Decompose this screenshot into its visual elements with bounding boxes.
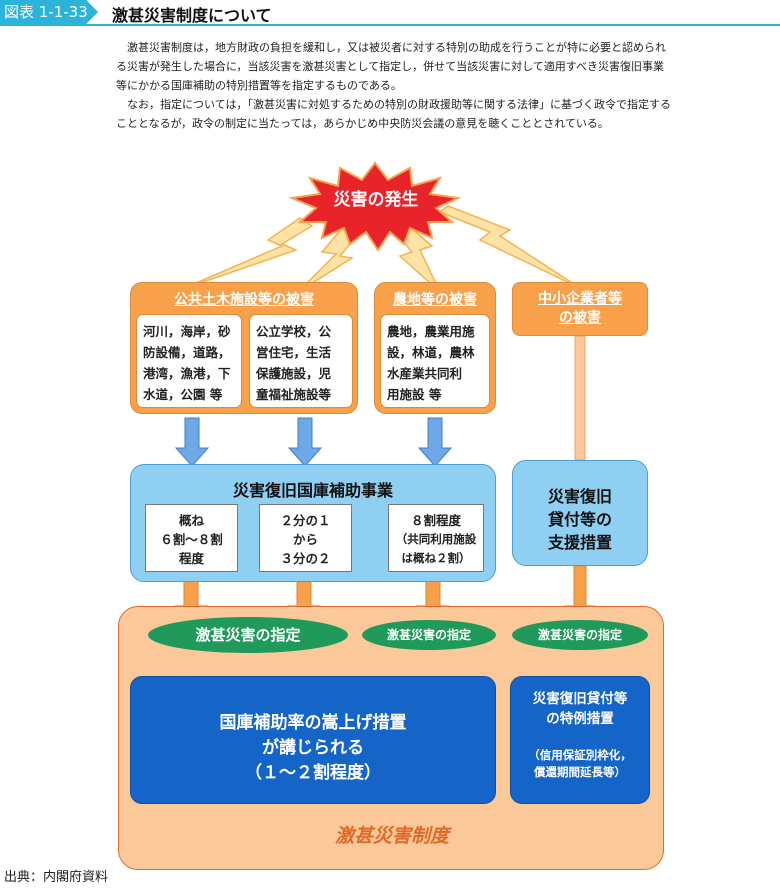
list-line: 防設備，道路， xyxy=(143,345,231,360)
loan-line-3: 支援措置 xyxy=(547,533,612,552)
list-line: 用施設 等 xyxy=(387,387,442,402)
public-facilities-list-left: 河川，海岸，砂 防設備，道路， 港湾，漁港，下 水道，公園 等 xyxy=(136,314,242,408)
list-line: 設，林道，農林 xyxy=(387,345,475,360)
special-line-3: （信用保証別枠化， xyxy=(528,748,632,762)
list-line: 港湾，漁港，下 xyxy=(143,366,231,381)
list-line: 営住宅，生活 xyxy=(256,345,332,360)
raise-line-3: （１～２割程度） xyxy=(245,763,381,783)
subsidy-raise-measure-box: 国庫補助率の嵩上げ措置 が講じられる （１～２割程度） xyxy=(130,676,496,804)
lightning-bolt-left xyxy=(179,217,314,291)
loan-line-1: 災害復旧 xyxy=(547,487,612,506)
figure-title: 激甚災害制度について xyxy=(112,6,272,25)
raise-line-1: 国庫補助率の嵩上げ措置 xyxy=(219,713,407,733)
intro-text: 激甚災害制度は，地方財政の負担を緩和し，又は被災者に対する特別の助成を行うことが… xyxy=(116,38,676,133)
designation-oval-main: 激甚災害の指定 xyxy=(148,617,348,653)
list-line: 保護施設，児 xyxy=(256,366,332,381)
list-line: 河川，海岸，砂 xyxy=(143,324,231,339)
list-line: 農地，農業用施 xyxy=(387,324,475,339)
special-line-4: 償還期間延長等） xyxy=(534,765,626,779)
farmland-list: 農地，農業用施 設，林道，農林 水産業共同利 用施設 等 xyxy=(380,314,490,408)
subsidy-rate-box-1: 概ね ６割～８割 程度 xyxy=(145,504,238,572)
public-facilities-list-right: 公立学校，公 営住宅，生活 保護施設，児 童福祉施設等 xyxy=(249,314,353,408)
intro-p1-line1: 激甚災害制度は，地方財政の負担を緩和し，又は被災者に対する特別の助成を行うことが… xyxy=(127,41,666,54)
arrow-farm xyxy=(417,417,453,467)
sme-damage-box: 中小企業者等 の被害 xyxy=(512,282,648,336)
rate-line: ３分の２ xyxy=(280,551,331,566)
public-facilities-title: 公共土木施設等の被害 xyxy=(174,292,314,308)
loan-line-2: 貸付等の xyxy=(547,510,612,529)
arrow-public-left xyxy=(174,417,210,467)
sme-connector xyxy=(574,335,586,461)
rate-line: 程度 xyxy=(178,551,204,566)
rate-line: は概ね２割） xyxy=(401,551,471,565)
sme-title-line2: の被害 xyxy=(559,310,601,326)
disaster-occurrence-label: 災害の発生 xyxy=(333,190,419,210)
rate-line: から xyxy=(292,532,318,547)
raise-line-2: が講じられる xyxy=(262,738,364,758)
rate-line: ２分の１ xyxy=(280,513,331,528)
arrow-public-right xyxy=(287,417,323,467)
burst-star xyxy=(288,161,462,252)
lightning-bolt-right xyxy=(438,205,581,289)
designation-oval-farm: 激甚災害の指定 xyxy=(362,620,496,650)
rate-line: （共同利用施設 xyxy=(395,532,477,546)
figure-number-tag: 図表 1-1-33 xyxy=(0,0,98,24)
header-rule xyxy=(0,24,780,26)
rate-line: ６割～８割 xyxy=(160,532,223,547)
intro-p2-line1: なお，指定については，「激甚災害に対処するための特別の財政援助等に関する法律」に… xyxy=(127,98,671,111)
blue-arrows xyxy=(174,417,453,467)
subsidy-project-title: 災害復旧国庫補助事業 xyxy=(232,481,393,500)
farmland-title: 農地等の被害 xyxy=(393,292,477,308)
loan-support-box: 災害復旧 貸付等の 支援措置 xyxy=(512,460,648,566)
list-line: 水道，公園 等 xyxy=(143,387,223,402)
special-loan-measure-box: 災害復旧貸付等 の特例措置 （信用保証別枠化， 償還期間延長等） xyxy=(510,676,650,804)
severe-disaster-system-label: 激甚災害制度 xyxy=(334,825,449,847)
rate-line: ８割程度 xyxy=(410,513,461,528)
subsidy-rate-box-3: ８割程度 （共同利用施設 は概ね２割） xyxy=(388,504,484,572)
source-note: 出典：内閣府資料 xyxy=(4,870,109,885)
intro-p1-line3: 等にかかる国庫補助の特別措置等を指定するものである。 xyxy=(116,79,402,92)
subsidy-rate-box-2: ２分の１ から ３分の２ xyxy=(259,504,352,572)
special-line-2: の特例措置 xyxy=(546,711,614,727)
designation-oval-sme: 激甚災害の指定 xyxy=(512,620,648,650)
list-line: 公立学校，公 xyxy=(256,324,332,339)
intro-p2-line2: こととなるが，政令の制定に当たっては，あらかじめ中央防災会議の意見を聴くこととさ… xyxy=(116,117,609,130)
intro-p1-line2: る災害が発生した場合に，当該災害を激甚災害として指定し，併せて当該災害に対して適… xyxy=(116,60,665,73)
list-line: 水産業共同利 xyxy=(387,366,463,381)
list-line: 童福祉施設等 xyxy=(256,387,332,402)
rate-line: 概ね xyxy=(178,513,204,528)
special-line-1: 災害復旧貸付等 xyxy=(532,691,628,707)
sme-title-line1: 中小企業者等 xyxy=(538,291,622,307)
